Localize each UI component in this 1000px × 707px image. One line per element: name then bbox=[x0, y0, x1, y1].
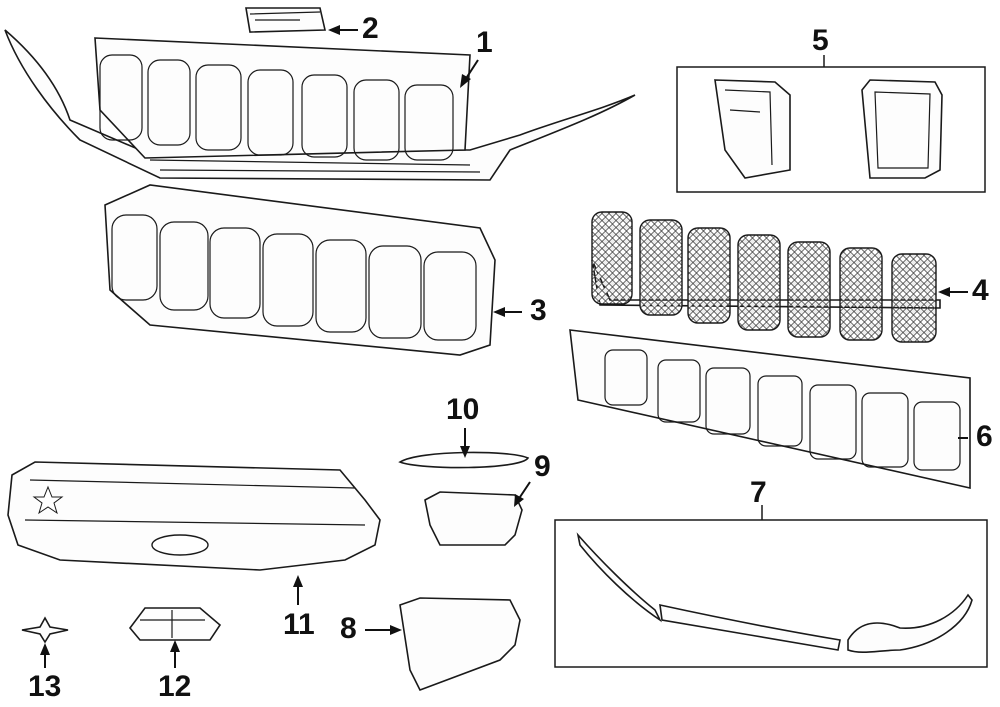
part-13-star-emblem bbox=[21, 616, 69, 644]
callout-11: 11 bbox=[283, 608, 315, 641]
callout-3: 3 bbox=[530, 294, 547, 327]
callout-1: 1 bbox=[476, 26, 493, 59]
part-9-bracket bbox=[424, 491, 523, 546]
part-2-bracket bbox=[245, 7, 326, 33]
part-5-box bbox=[676, 55, 986, 193]
part-1-grille-reinforcement bbox=[4, 29, 636, 181]
callout-8: 8 bbox=[340, 612, 357, 645]
callout-4: 4 bbox=[972, 274, 989, 307]
part-3-grille-frame bbox=[104, 184, 496, 356]
callout-6: 6 bbox=[976, 420, 993, 453]
callout-9: 9 bbox=[534, 450, 551, 483]
part-12-emblem-bezel bbox=[128, 607, 222, 641]
part-6-bezel-panel bbox=[569, 329, 971, 489]
leader-arrows bbox=[40, 25, 968, 668]
callout-10: 10 bbox=[446, 393, 480, 426]
part-8-bracket bbox=[399, 597, 521, 692]
part-10-badge bbox=[398, 451, 530, 469]
callout-2: 2 bbox=[362, 12, 379, 45]
callout-5: 5 bbox=[812, 24, 829, 57]
part-11-lower-grille bbox=[7, 461, 381, 571]
part-7-box bbox=[554, 505, 988, 668]
callout-7: 7 bbox=[750, 476, 767, 509]
callout-13: 13 bbox=[28, 670, 62, 703]
part-4-mesh-inserts bbox=[591, 211, 941, 343]
callout-12: 12 bbox=[158, 670, 192, 703]
